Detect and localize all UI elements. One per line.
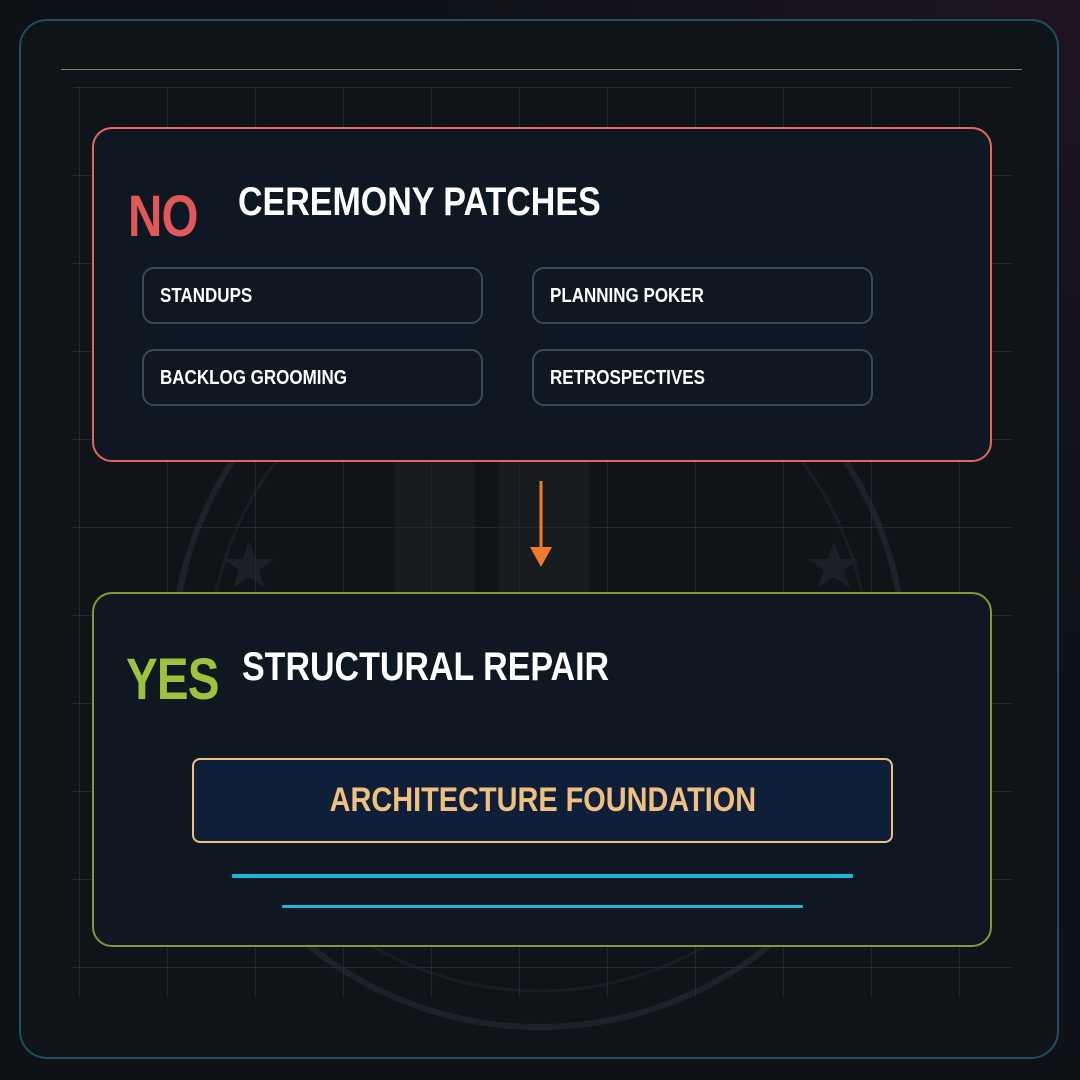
foundation-line-upper (232, 874, 853, 878)
ceremony-item-label: STANDUPS (160, 285, 253, 307)
arrow-down-icon (530, 481, 552, 567)
no-panel-title: CEREMONY PATCHES (238, 180, 601, 224)
ceremony-item-label: PLANNING POKER (550, 285, 704, 307)
foundation-label: ARCHITECTURE FOUNDATION (329, 781, 756, 819)
ceremony-item-planning-poker: PLANNING POKER (532, 267, 873, 324)
ceremony-item-label: BACKLOG GROOMING (160, 367, 347, 389)
yes-tag: YES (126, 647, 220, 712)
top-divider (61, 69, 1022, 70)
diagram-frame: NO CEREMONY PATCHES STANDUPS PLANNING PO… (19, 19, 1059, 1059)
ceremony-item-label: RETROSPECTIVES (550, 367, 705, 389)
foundation-line-lower (282, 905, 803, 908)
yes-panel: YES STRUCTURAL REPAIR ARCHITECTURE FOUND… (92, 592, 992, 947)
architecture-foundation-block: ARCHITECTURE FOUNDATION (192, 758, 893, 843)
no-tag: NO (128, 184, 199, 249)
ceremony-item-retrospectives: RETROSPECTIVES (532, 349, 873, 406)
ceremony-item-standups: STANDUPS (142, 267, 483, 324)
no-panel: NO CEREMONY PATCHES STANDUPS PLANNING PO… (92, 127, 992, 462)
yes-panel-title: STRUCTURAL REPAIR (242, 645, 610, 689)
ceremony-item-backlog-grooming: BACKLOG GROOMING (142, 349, 483, 406)
